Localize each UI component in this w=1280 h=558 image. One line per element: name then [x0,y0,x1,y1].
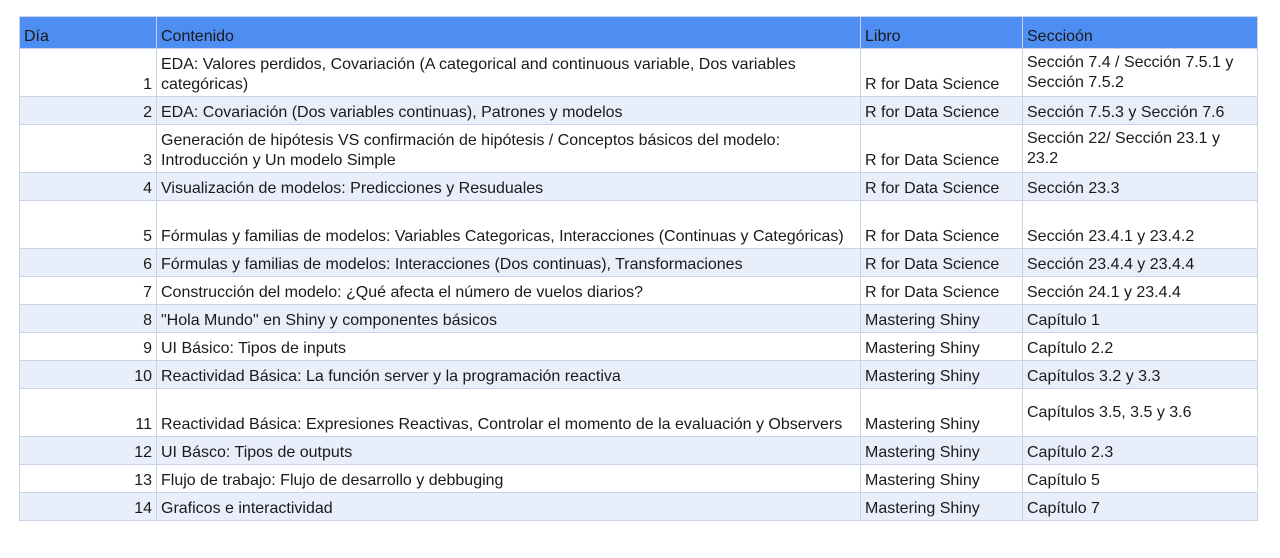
cell-libro[interactable]: R for Data Science [860,48,1023,97]
cell-libro[interactable]: Mastering Shiny [860,332,1023,361]
cell-seccion[interactable]: Sección 23.4.4 y 23.4.4 [1022,248,1258,277]
cell-dia[interactable]: 1 [19,48,157,97]
cell-libro[interactable]: Mastering Shiny [860,388,1023,437]
cell-libro[interactable]: Mastering Shiny [860,304,1023,333]
header-seccion[interactable]: Seccioón [1022,16,1258,49]
table-row: 11 Reactividad Básica: Expresiones React… [19,388,1258,437]
cell-contenido[interactable]: EDA: Covariación (Dos variables continua… [156,96,861,125]
cell-libro[interactable]: Mastering Shiny [860,492,1023,521]
cell-libro[interactable]: R for Data Science [860,124,1023,173]
cell-libro[interactable]: Mastering Shiny [860,360,1023,389]
header-contenido[interactable]: Contenido [156,16,861,49]
header-row: Día Contenido Libro Seccioón [19,16,1258,49]
cell-dia[interactable]: 12 [19,436,157,465]
cell-contenido[interactable]: Reactividad Básica: La función server y … [156,360,861,389]
cell-dia[interactable]: 14 [19,492,157,521]
cell-dia[interactable]: 3 [19,124,157,173]
cell-contenido[interactable]: Fórmulas y familias de modelos: Variable… [156,200,861,249]
cell-contenido[interactable]: UI Básco: Tipos de outputs [156,436,861,465]
cell-contenido[interactable]: UI Básico: Tipos de inputs [156,332,861,361]
table-row: 3 Generación de hipótesis VS confirmació… [19,124,1258,173]
schedule-table-container: Día Contenido Libro Seccioón 1 EDA: Valo… [19,16,1258,521]
cell-seccion[interactable]: Capítulos 3.2 y 3.3 [1022,360,1258,389]
table-row: 8 "Hola Mundo" en Shiny y componentes bá… [19,304,1258,333]
cell-seccion[interactable]: Capítulo 1 [1022,304,1258,333]
table-row: 7 Construcción del modelo: ¿Qué afecta e… [19,276,1258,305]
table-row: 12 UI Básco: Tipos de outputs Mastering … [19,436,1258,465]
cell-seccion[interactable]: Capítulo 5 [1022,464,1258,493]
cell-seccion[interactable]: Sección 23.4.1 y 23.4.2 [1022,200,1258,249]
cell-dia[interactable]: 9 [19,332,157,361]
cell-dia[interactable]: 2 [19,96,157,125]
cell-contenido[interactable]: Graficos e interactividad [156,492,861,521]
cell-dia[interactable]: 4 [19,172,157,201]
cell-dia[interactable]: 11 [19,388,157,437]
cell-seccion[interactable]: Capítulos 3.5, 3.5 y 3.6 [1022,388,1258,437]
cell-libro[interactable]: Mastering Shiny [860,436,1023,465]
cell-contenido[interactable]: Flujo de trabajo: Flujo de desarrollo y … [156,464,861,493]
header-libro[interactable]: Libro [860,16,1023,49]
cell-libro[interactable]: R for Data Science [860,276,1023,305]
schedule-table: Día Contenido Libro Seccioón 1 EDA: Valo… [19,16,1258,521]
table-row: 6 Fórmulas y familias de modelos: Intera… [19,248,1258,277]
cell-contenido[interactable]: "Hola Mundo" en Shiny y componentes bási… [156,304,861,333]
table-row: 14 Graficos e interactividad Mastering S… [19,492,1258,521]
table-row: 2 EDA: Covariación (Dos variables contin… [19,96,1258,125]
cell-contenido[interactable]: EDA: Valores perdidos, Covariación (A ca… [156,48,861,97]
cell-dia[interactable]: 5 [19,200,157,249]
table-row: 13 Flujo de trabajo: Flujo de desarrollo… [19,464,1258,493]
cell-seccion[interactable]: Capítulo 7 [1022,492,1258,521]
cell-seccion[interactable]: Sección 7.5.3 y Sección 7.6 [1022,96,1258,125]
cell-libro[interactable]: R for Data Science [860,172,1023,201]
cell-dia[interactable]: 13 [19,464,157,493]
cell-seccion[interactable]: Capítulo 2.2 [1022,332,1258,361]
table-row: 1 EDA: Valores perdidos, Covariación (A … [19,48,1258,97]
cell-dia[interactable]: 10 [19,360,157,389]
table-row: 9 UI Básico: Tipos de inputs Mastering S… [19,332,1258,361]
cell-contenido[interactable]: Fórmulas y familias de modelos: Interacc… [156,248,861,277]
cell-libro[interactable]: R for Data Science [860,96,1023,125]
cell-seccion[interactable]: Sección 22/ Sección 23.1 y 23.2 [1022,124,1258,173]
header-dia[interactable]: Día [19,16,157,49]
table-row: 5 Fórmulas y familias de modelos: Variab… [19,200,1258,249]
cell-seccion[interactable]: Sección 24.1 y 23.4.4 [1022,276,1258,305]
cell-contenido[interactable]: Visualización de modelos: Predicciones y… [156,172,861,201]
cell-dia[interactable]: 7 [19,276,157,305]
cell-contenido[interactable]: Generación de hipótesis VS confirmación … [156,124,861,173]
cell-seccion[interactable]: Sección 7.4 / Sección 7.5.1 y Sección 7.… [1022,48,1258,97]
cell-libro[interactable]: R for Data Science [860,200,1023,249]
cell-libro[interactable]: Mastering Shiny [860,464,1023,493]
cell-dia[interactable]: 6 [19,248,157,277]
cell-contenido[interactable]: Construcción del modelo: ¿Qué afecta el … [156,276,861,305]
cell-contenido[interactable]: Reactividad Básica: Expresiones Reactiva… [156,388,861,437]
cell-seccion[interactable]: Sección 23.3 [1022,172,1258,201]
cell-dia[interactable]: 8 [19,304,157,333]
table-row: 4 Visualización de modelos: Predicciones… [19,172,1258,201]
table-row: 10 Reactividad Básica: La función server… [19,360,1258,389]
cell-libro[interactable]: R for Data Science [860,248,1023,277]
cell-seccion[interactable]: Capítulo 2.3 [1022,436,1258,465]
